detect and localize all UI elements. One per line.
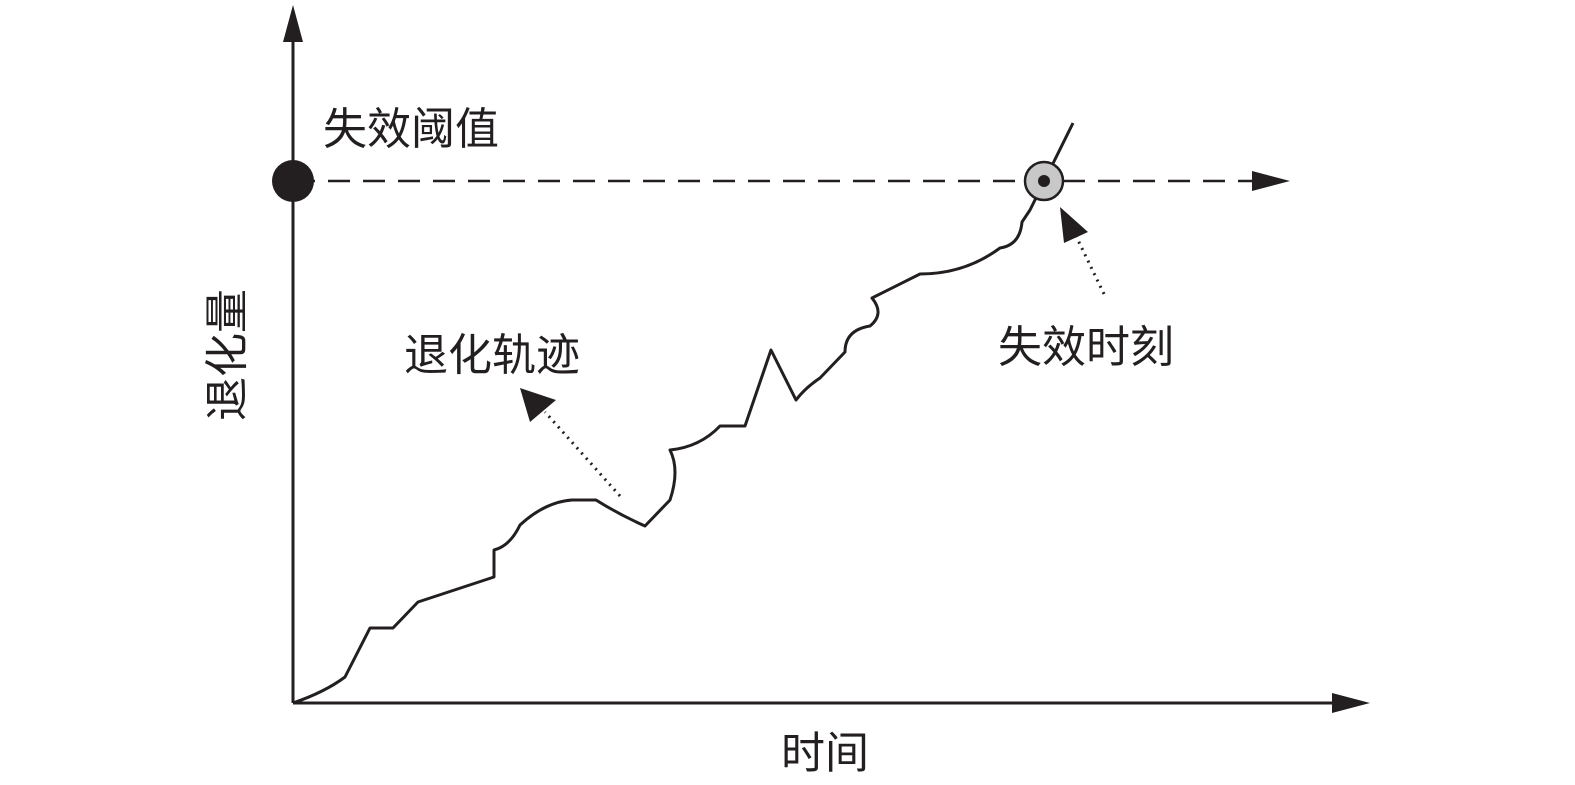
x-axis-arrowhead bbox=[1332, 693, 1370, 713]
failure-pointer-arrowhead bbox=[1060, 207, 1088, 243]
failure-time-label: 失效时刻 bbox=[998, 322, 1174, 373]
degradation-trajectory bbox=[292, 122, 1075, 705]
trajectory-pointer-line bbox=[543, 411, 622, 497]
trajectory-label: 退化轨迹 bbox=[404, 330, 580, 381]
threshold-arrowhead bbox=[1252, 171, 1290, 191]
y-axis-arrowhead bbox=[283, 5, 303, 42]
failure-pointer-line bbox=[1074, 235, 1106, 295]
trajectory-pointer-arrowhead bbox=[520, 388, 556, 422]
y-axis-label: 退化量 bbox=[202, 289, 253, 421]
threshold-label: 失效阈值 bbox=[323, 104, 499, 155]
failure-time-marker-center bbox=[1038, 175, 1050, 187]
threshold-marker bbox=[272, 160, 314, 202]
x-axis-label: 时间 bbox=[781, 728, 869, 779]
